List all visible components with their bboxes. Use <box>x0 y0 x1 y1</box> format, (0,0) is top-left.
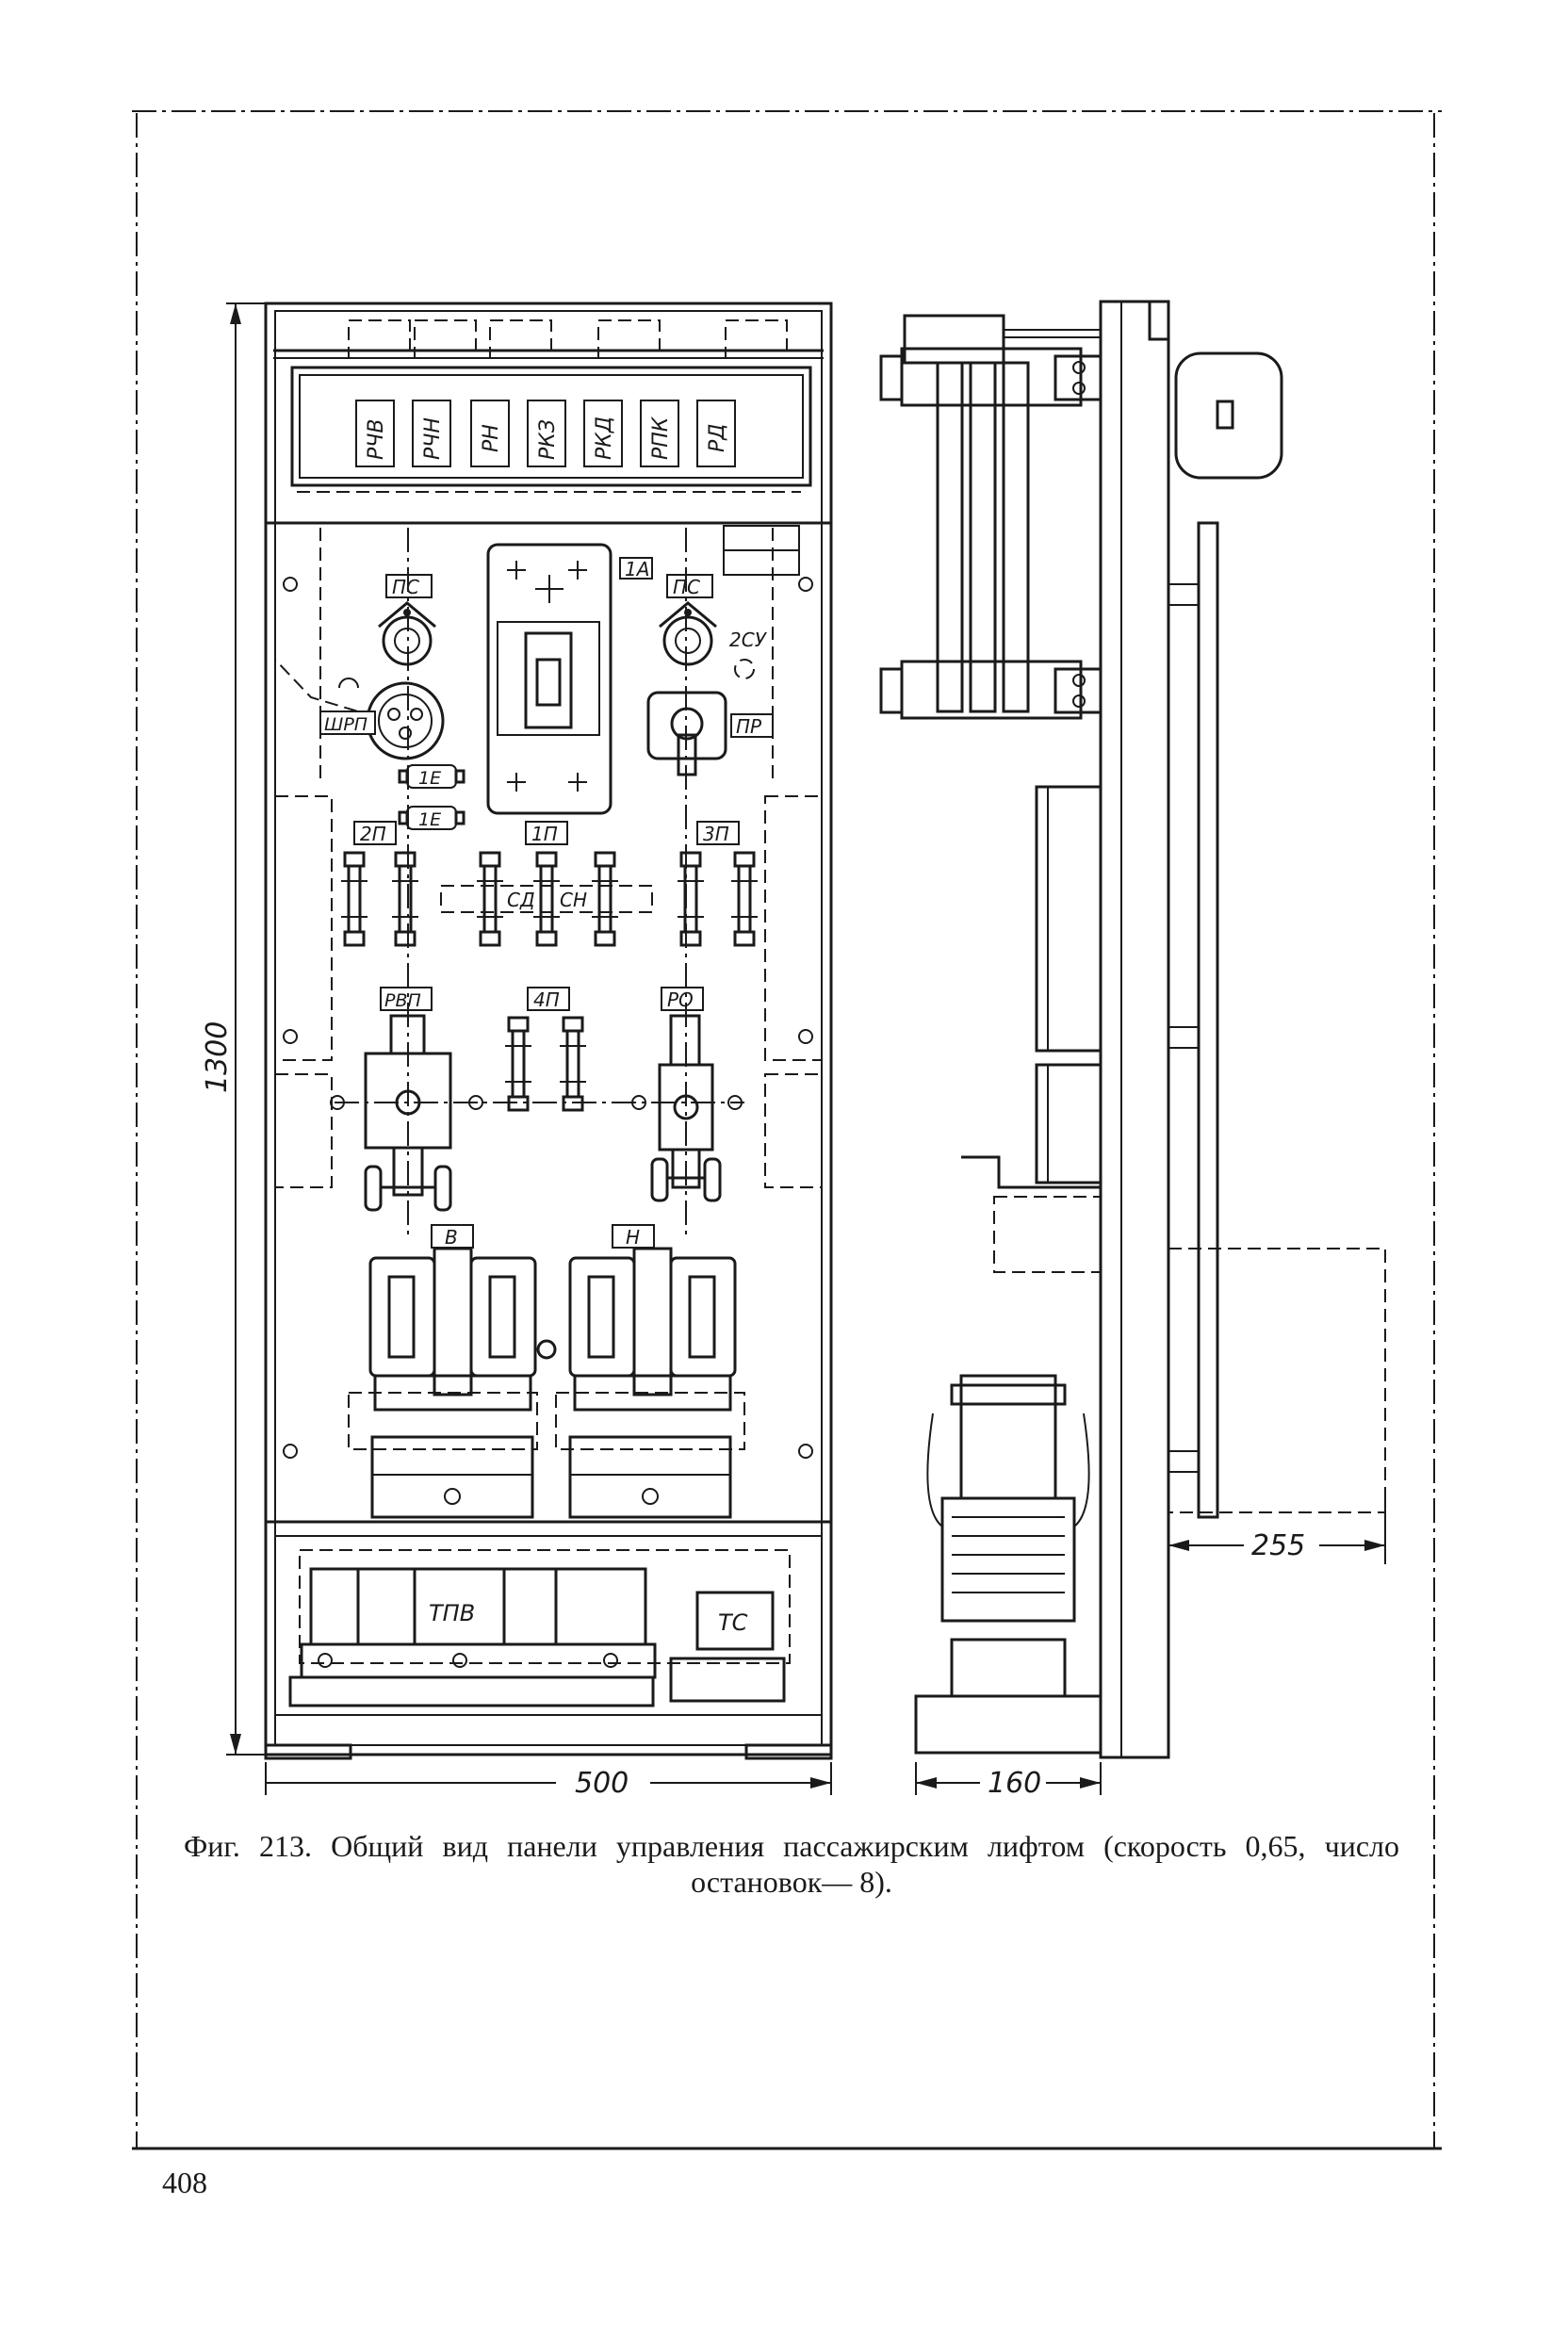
page-number: 408 <box>162 2165 207 2199</box>
fuses-1e: 1Е 1Е <box>398 764 466 830</box>
dimension-width: 500 <box>265 1762 832 1800</box>
contactor-v: В <box>348 1224 538 1519</box>
label-sn: СН <box>560 889 587 911</box>
label-sd: СД <box>507 889 535 911</box>
label-1p: 1П <box>531 823 558 845</box>
switch-pr: ПР <box>646 691 774 776</box>
resistor-assembly <box>879 347 1102 720</box>
dim-width-value: 500 <box>575 1767 629 1800</box>
relay-label-rn: РН <box>480 424 503 452</box>
relay-label-rchn: РЧН <box>421 417 445 460</box>
label-shrp: ШРП <box>324 714 368 735</box>
label-pr: ПР <box>736 715 762 738</box>
label-2p: 2П <box>360 823 386 845</box>
dimension-side-depth: 160 <box>915 1762 1102 1800</box>
front-view: РЧВ РЧН РН РКЗ РКД РПК РД <box>201 302 833 1800</box>
label-4p: 4П <box>533 988 560 1011</box>
label-3p: 3П <box>703 823 729 845</box>
label-ro: РО <box>667 988 694 1011</box>
dim-height-value: 1300 <box>201 1021 234 1093</box>
plug-shrp: ШРП <box>319 678 445 760</box>
dim-side-offset-value: 255 <box>1251 1529 1305 1562</box>
relay-row: РЧВ РЧН РН РКЗ РКД РПК РД <box>355 400 736 467</box>
dimension-height: 1300 <box>201 302 266 1756</box>
label-tpv: ТПВ <box>429 1600 475 1626</box>
centre-lines <box>283 528 813 1459</box>
relay-label-rkz: РКЗ <box>536 419 560 460</box>
label-breaker: 1А <box>625 558 649 580</box>
fuse-row: СД СН <box>341 851 758 947</box>
relay-label-rchv: РЧВ <box>365 419 388 460</box>
relay-label-rd: РД <box>706 424 729 452</box>
fuse-4p-a <box>505 1016 531 1112</box>
dimension-side-offset: 255 <box>1168 1248 1386 1564</box>
bottom-compartment: ТПВ ТС <box>266 1520 831 1716</box>
relay-label-rpk: РПК <box>649 416 673 460</box>
limit-switch-right: ПС 2СУ <box>659 574 768 679</box>
label-ps-left: ПС <box>392 576 419 598</box>
side-view: 255 160 <box>879 300 1386 1800</box>
side-dashed-frames <box>274 351 823 1188</box>
label-contactor-n: Н <box>626 1226 640 1249</box>
label-tc: ТС <box>718 1609 748 1636</box>
label-2su: 2СУ <box>729 629 768 651</box>
label-ie1: 1Е <box>418 768 441 789</box>
fuse-4p-b <box>560 1016 586 1112</box>
transformer-side <box>914 1374 1102 1755</box>
contactor-n: Н <box>536 1224 745 1519</box>
label-contactor-v: В <box>445 1226 458 1249</box>
dim-side-depth-value: 160 <box>988 1767 1041 1800</box>
page-frame <box>132 110 1442 2150</box>
label-ie2: 1Е <box>418 809 441 830</box>
label-rvp: РВП <box>384 990 421 1011</box>
figure-caption: Фиг. 213. Общий вид панели управления па… <box>184 1829 1399 1899</box>
relay-label-rkd: РКД <box>593 416 616 460</box>
top-relay-dashes <box>297 319 801 493</box>
breaker-1a: 1А <box>486 543 653 815</box>
